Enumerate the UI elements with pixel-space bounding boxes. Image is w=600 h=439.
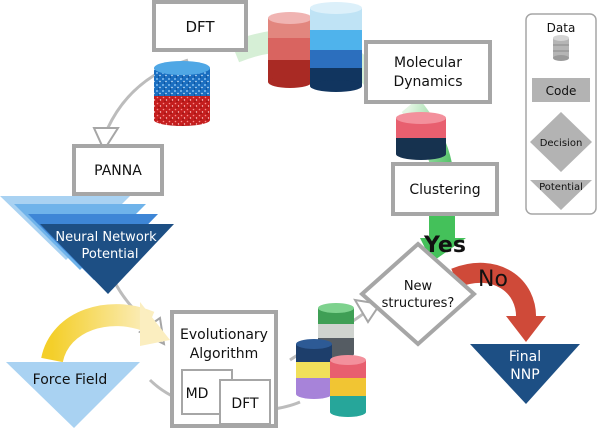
nn-label-line2: Potential (82, 247, 139, 262)
panna-box: PANNA (72, 144, 164, 196)
arrow-force-field-head (140, 302, 170, 346)
decision-label-line2: structures? (382, 296, 455, 311)
dft-top-label: DFT (185, 18, 215, 36)
arrow-force-field (41, 304, 155, 364)
decision-diamond: New structures? (358, 241, 478, 347)
force-field-label: Force Field (33, 372, 108, 388)
data-cylinder-red-stack (268, 12, 312, 88)
panna-label: PANNA (94, 163, 142, 179)
data-cylinder-blue-stack (310, 2, 362, 92)
legend-code-icon (532, 78, 590, 102)
md-label-line2: Dynamics (393, 74, 462, 90)
yes-label: Yes (423, 233, 466, 258)
clustering-box: Clustering (391, 162, 499, 216)
evolutionary-label-line1: Evolutionary (180, 327, 268, 343)
data-cylinder-md-output (396, 112, 446, 160)
data-cylinder-sparkle (154, 61, 210, 126)
dft-top-box: DFT (152, 0, 248, 52)
legend: Data Code Decision Potential (525, 13, 597, 215)
arrow-no-head (506, 316, 546, 342)
data-cylinder-evolutionary-stack (296, 303, 366, 417)
legend-potential-icon (530, 180, 592, 210)
legend-potential-label: Potential (539, 182, 583, 193)
legend-decision-label: Decision (540, 138, 583, 149)
arrow-no (451, 262, 537, 321)
final-nnp-line2: NNP (510, 367, 539, 383)
neural-network-potential: Neural Network Potential (0, 196, 174, 294)
legend-data-label: Data (547, 21, 576, 35)
legend-decision-icon (530, 112, 592, 172)
dft-small-label: DFT (231, 396, 259, 412)
nn-label-line1: Neural Network (55, 230, 157, 245)
force-field-potential: Force Field (6, 362, 140, 428)
evolutionary-label-line2: Algorithm (190, 346, 259, 362)
dft-small-box (219, 379, 271, 425)
md-label-line1: Molecular (394, 55, 462, 71)
legend-data-icon (553, 35, 569, 61)
no-label: No (478, 267, 508, 292)
molecular-dynamics-box: Molecular Dynamics (364, 40, 492, 104)
clustering-label: Clustering (409, 182, 480, 198)
legend-code-label: Code (546, 84, 577, 98)
decision-label-line1: New (404, 279, 433, 294)
final-nnp-potential: Final NNP (470, 344, 580, 404)
final-nnp-line1: Final (509, 349, 541, 365)
evolutionary-algorithm-box: Evolutionary Algorithm MD DFT (170, 310, 278, 428)
arrow-head-panna (92, 127, 120, 153)
md-small-label: MD (186, 386, 209, 402)
